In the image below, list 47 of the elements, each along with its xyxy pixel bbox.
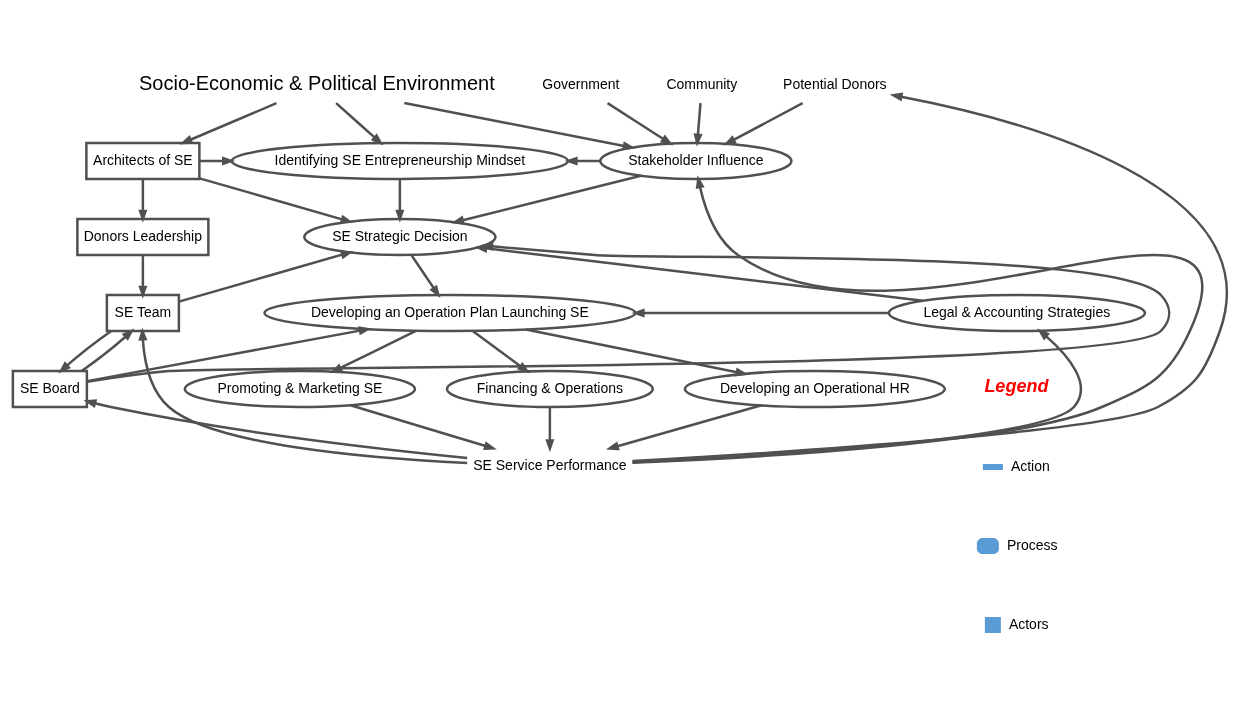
arrow — [525, 328, 749, 377]
node-ellipse: Developing an Operation Plan Launching SE — [263, 293, 637, 333]
arrow — [179, 102, 277, 145]
node-box: SE Team — [105, 293, 181, 333]
node-text: SE Service Performance — [473, 457, 627, 474]
arrow — [632, 328, 1082, 464]
arrow — [472, 330, 531, 374]
arrow — [605, 404, 761, 451]
arrow — [632, 175, 1203, 465]
arrow — [83, 399, 468, 460]
arrow — [138, 327, 468, 465]
arrow — [199, 177, 354, 224]
arrow — [632, 92, 1228, 463]
arrow — [631, 308, 889, 318]
node-box: Donors Leadership — [76, 217, 210, 257]
node-box: Architects of SE — [85, 141, 201, 181]
arrow — [410, 254, 441, 299]
node-text: Socio-Economic & Political Environment — [139, 72, 495, 94]
arrow — [86, 326, 372, 383]
node-text: Community — [666, 75, 738, 92]
arrow — [138, 179, 148, 223]
arrow — [545, 407, 555, 453]
node-ellipse: Promoting & Marketing SE — [183, 369, 417, 409]
arrow — [693, 103, 703, 147]
legend-label: Process — [1006, 536, 1058, 553]
arrow — [335, 102, 384, 146]
arrow — [606, 102, 674, 146]
legend-label: Actors — [1008, 615, 1049, 632]
arrow — [564, 156, 601, 166]
arrow — [199, 156, 236, 166]
node-ellipse: Financing & Operations — [445, 369, 654, 409]
arrow — [404, 101, 636, 151]
arrow — [395, 179, 405, 223]
arrow — [723, 102, 804, 146]
node-ellipse: Identifying SE Entrepreneurship Mindset — [230, 141, 570, 181]
label: Legend — [984, 376, 1049, 397]
legend-label: Action — [1010, 457, 1050, 474]
node-text: Potential Donors — [783, 75, 887, 92]
arrow — [138, 255, 148, 299]
node-text: Government — [542, 75, 620, 92]
arrow — [350, 404, 497, 451]
arrow — [178, 250, 354, 303]
arrow — [58, 330, 112, 374]
arrow — [451, 174, 642, 225]
node-box: SE Board — [11, 369, 89, 409]
node-ellipse: Legal & Accounting Strategies — [887, 293, 1147, 333]
arrow — [80, 328, 135, 372]
